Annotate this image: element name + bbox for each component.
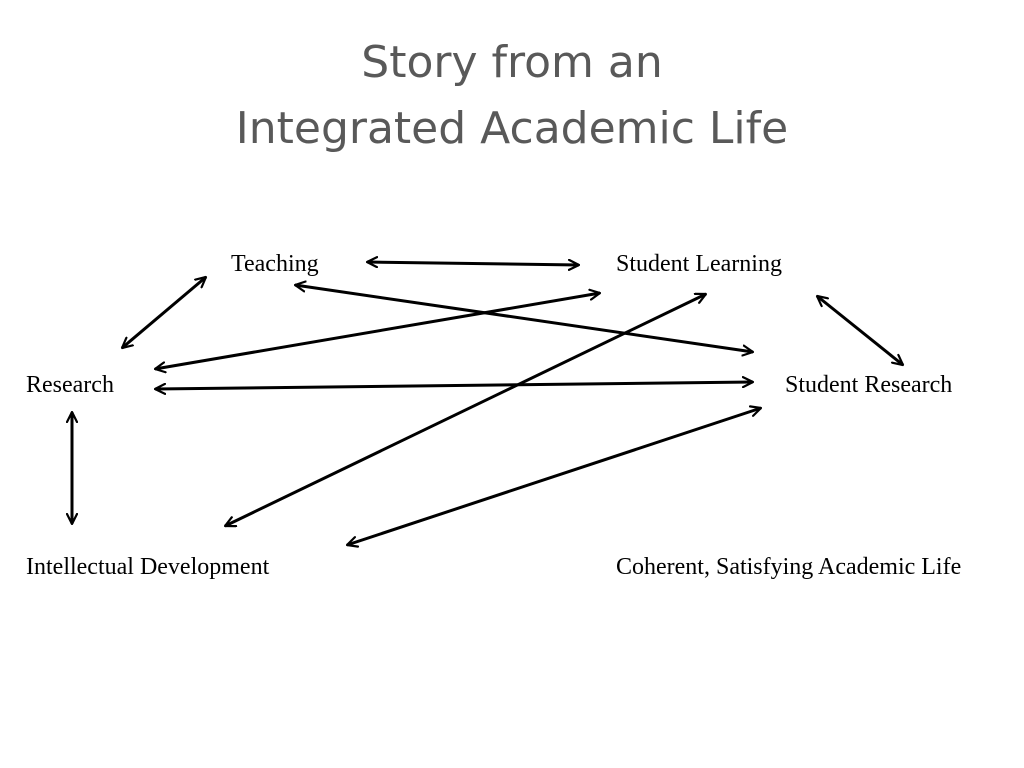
node-research: Research (26, 372, 114, 398)
edge-student-learning-intellectual-development (225, 292, 706, 528)
title-line-2: Integrated Academic Life (235, 103, 789, 154)
node-coherent-academic-life: Coherent, Satisfying Academic Life (616, 554, 962, 580)
edge-student-learning-student-research (817, 294, 903, 367)
node-teaching: Teaching (231, 251, 319, 277)
edge-teaching-student-learning (367, 262, 579, 265)
slide-title: Story from an Integrated Academic Life (0, 30, 1024, 162)
edge-student-learning-research (155, 293, 600, 369)
node-intellectual-development: Intellectual Development (26, 554, 270, 580)
title-line-1: Story from an (361, 37, 663, 88)
edge-teaching-research (122, 275, 206, 350)
node-student-learning: Student Learning (616, 251, 782, 277)
node-student-research: Student Research (785, 372, 953, 398)
edge-intellectual-development-student-research (347, 408, 761, 545)
edge-teaching-student-research (295, 285, 753, 352)
edge-research-student-research (155, 382, 753, 389)
